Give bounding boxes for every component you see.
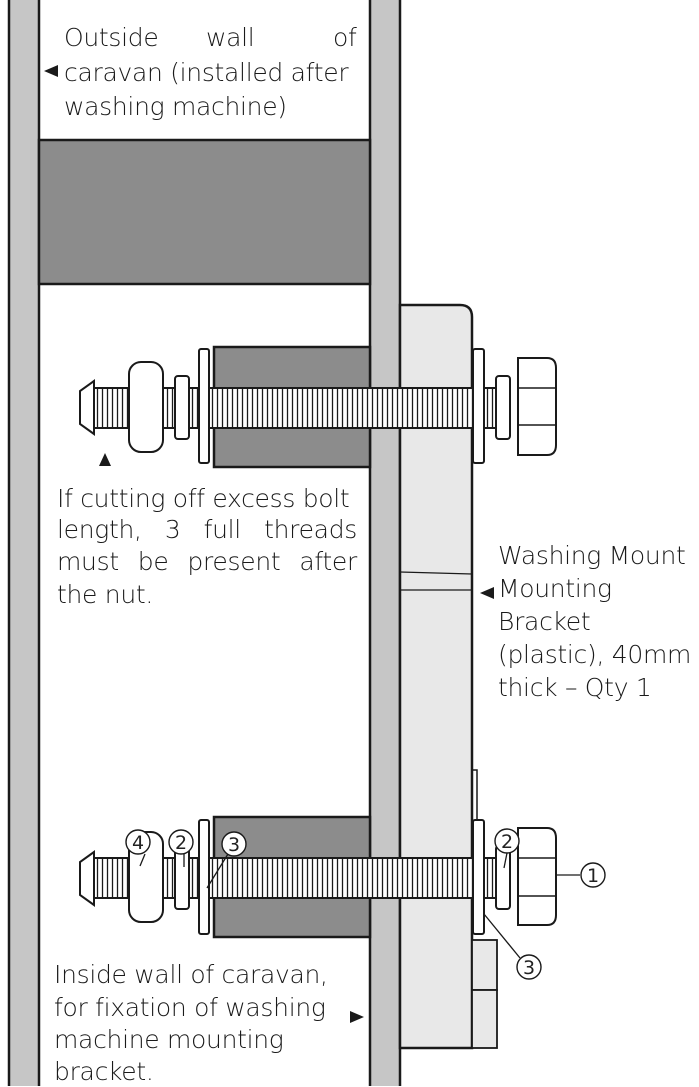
lower-bolt-assembly: [79, 815, 557, 939]
arrow-left-icon: [44, 65, 58, 77]
label-line: Washing Mount: [498, 541, 686, 570]
svg-text:3: 3: [523, 957, 535, 979]
label-line: Inside wall of caravan,: [54, 960, 328, 989]
inside-wall: [368, 0, 402, 1086]
callout-4: 4: [125, 829, 151, 855]
callout-3: 3: [221, 831, 247, 857]
svg-text:4: 4: [132, 832, 144, 854]
label-line: machine mounting: [54, 1025, 284, 1054]
callout-2: 2: [494, 828, 520, 854]
label-line: bracket.: [54, 1057, 154, 1086]
label-line: washing machine): [64, 92, 287, 121]
arrow-right-icon: [350, 1011, 364, 1023]
label-line: Bracket: [498, 607, 591, 636]
callout-1: 1: [580, 862, 606, 888]
callout-3: 3: [516, 954, 542, 980]
callout-2: 2: [168, 829, 194, 855]
insulation-block: [37, 138, 372, 286]
arrow-up-icon: [99, 453, 111, 466]
label-line: Mounting: [498, 574, 612, 603]
svg-text:3: 3: [228, 834, 240, 856]
callouts: 4 2 3 2 1 3: [125, 828, 606, 980]
label-line: (plastic), 40mm: [498, 640, 692, 669]
label-line: must be present after: [57, 547, 357, 576]
label-line: thick – Qty 1: [498, 673, 652, 702]
outside-wall: [7, 0, 41, 1086]
label-line: length, 3 full threads: [57, 515, 357, 544]
svg-text:1: 1: [587, 865, 599, 887]
svg-text:2: 2: [175, 832, 187, 854]
arrow-left-icon: [480, 587, 494, 599]
label-line: Outside: [64, 23, 159, 52]
label-line: for fixation of washing: [54, 993, 326, 1022]
label-line: wall: [206, 23, 255, 52]
label-line: caravan (installed after: [64, 58, 349, 87]
label-line: of: [333, 23, 357, 52]
label-line: the nut.: [57, 580, 154, 609]
upper-bolt-assembly: [79, 345, 557, 469]
svg-text:2: 2: [501, 831, 513, 853]
label-line: If cutting off excess bolt: [57, 484, 350, 513]
